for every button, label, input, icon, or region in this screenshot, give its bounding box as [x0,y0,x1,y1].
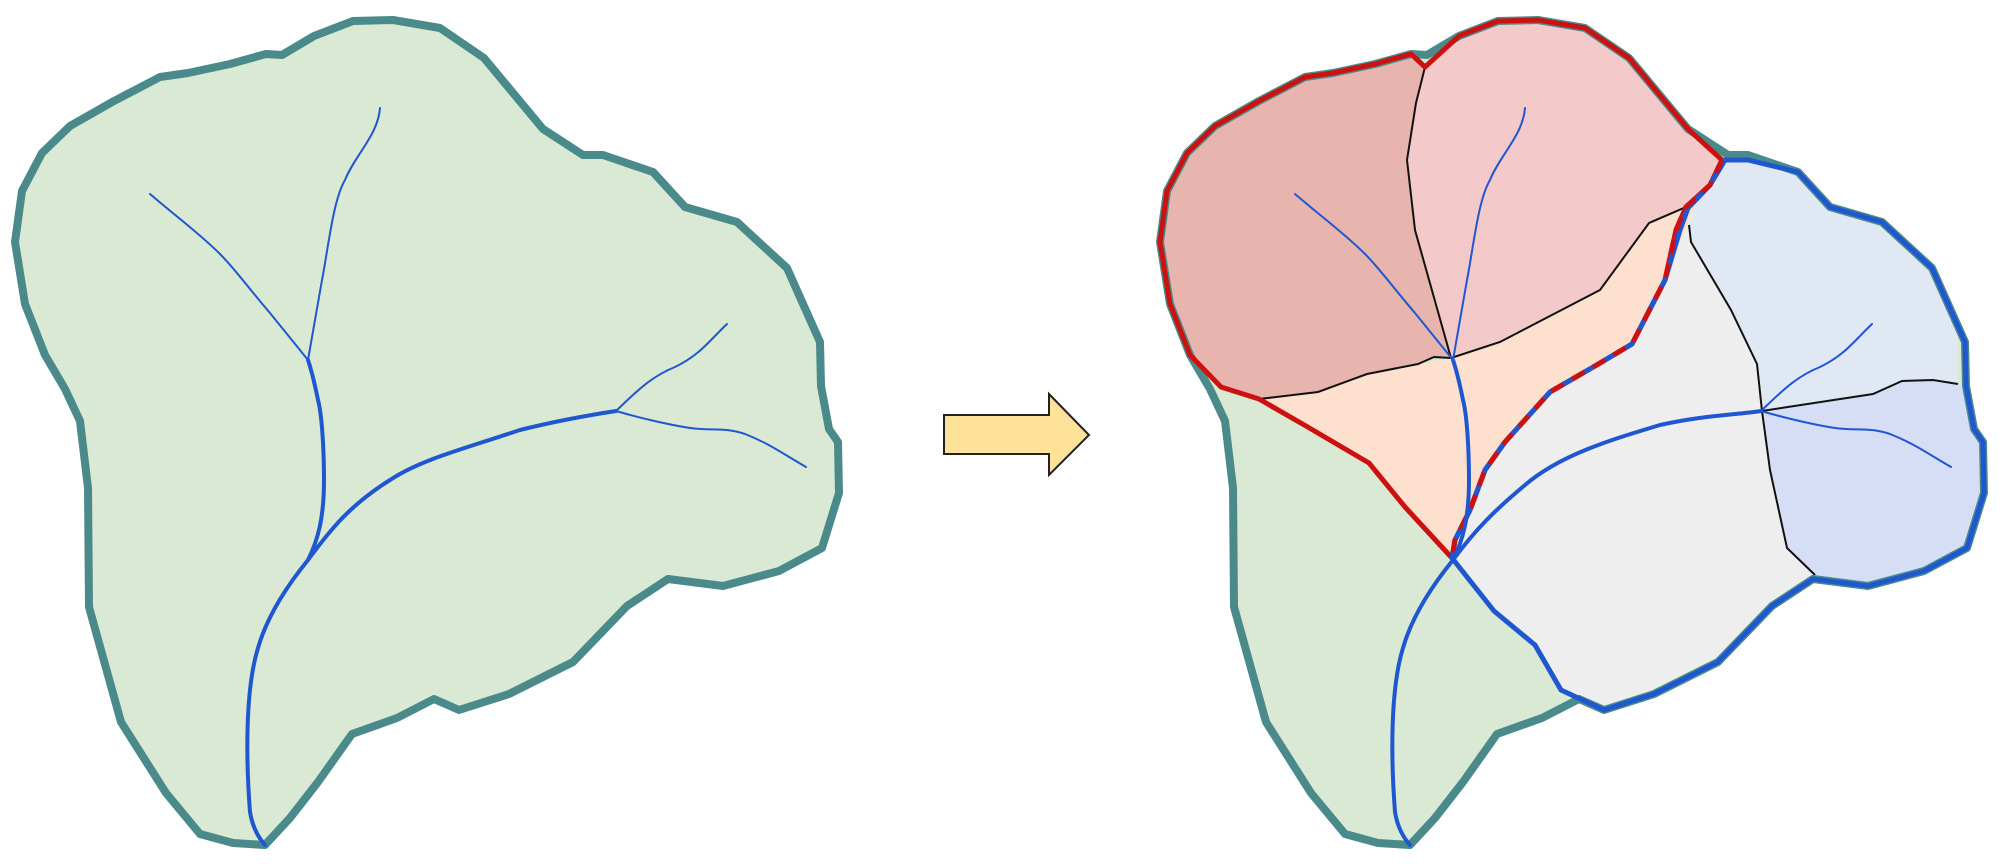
stream-network [149,107,807,847]
subcatchment-north-west [1160,54,1451,399]
tributary-north [1452,107,1526,361]
divide-east [1688,224,1763,412]
divide-east-upper-lower [1761,378,1959,412]
shared-boundary [1449,158,1725,559]
subcatchment-east-upper [1689,155,1958,411]
tributary-east-upper [1760,323,1873,412]
subcatchments [1160,20,1984,710]
tributary-north [307,107,381,361]
subcatchment-north [1407,20,1722,358]
catchment-area [11,16,843,849]
subcatchment-south-east [1452,195,1815,710]
stream-network [1294,107,1952,847]
tributary-northwest [1294,193,1454,361]
original-catchment-panel [11,16,843,849]
tributary-east-main [306,409,618,562]
tributary-east-lower [615,410,807,468]
subcatchment-center [1259,195,1700,558]
divide-nw-n [1405,66,1452,359]
delineated-catchment-panel [1156,16,1988,849]
main-stream [245,358,327,847]
tributary-east-upper [615,323,728,412]
tributary-east-lower [1760,410,1952,468]
divide-nw-center [1258,355,1452,400]
main-stream [1390,358,1472,847]
right-arrow-icon [943,391,1091,478]
divide-east-south [1761,410,1816,576]
tributary-east-main [1451,409,1763,562]
tributary-northwest [149,193,309,361]
subcatchment-east-lower [1762,380,1984,585]
